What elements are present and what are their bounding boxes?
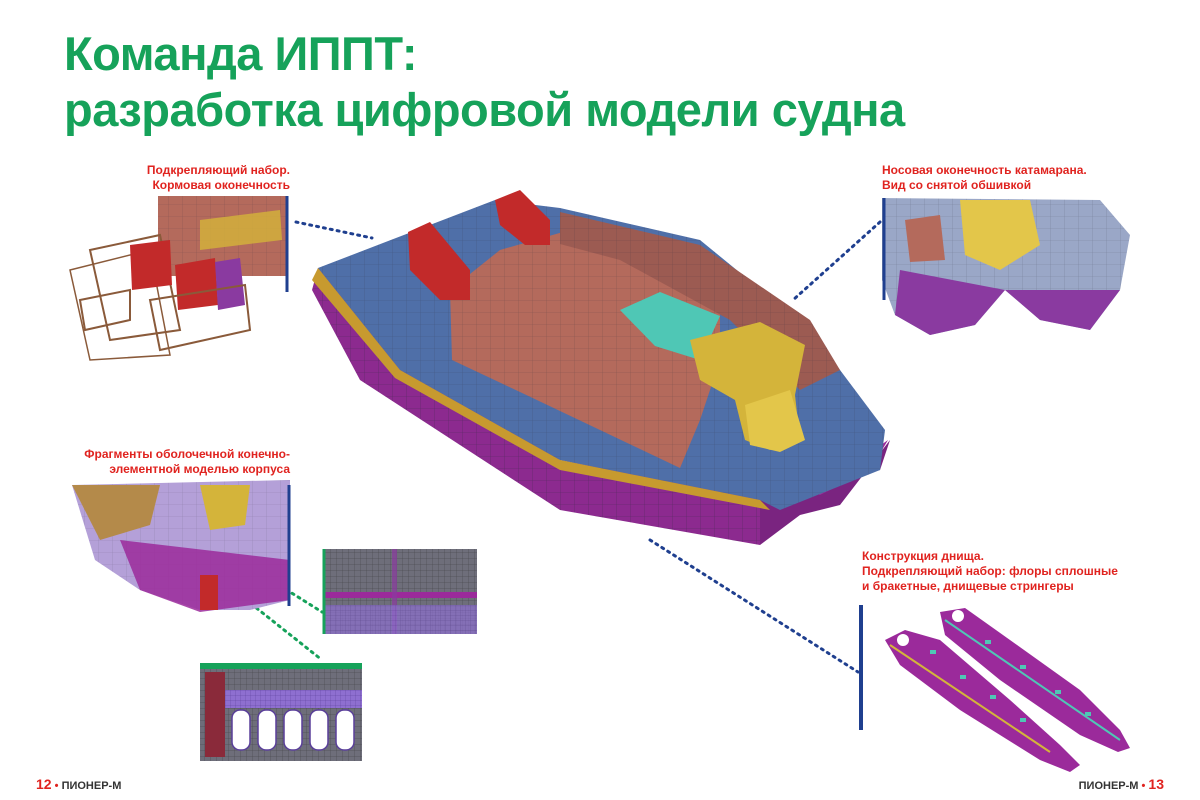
bow-model: [882, 198, 1130, 335]
caption-shell: Фрагменты оболочечной конечно- элементно…: [84, 447, 290, 476]
connector-bow: [791, 220, 882, 302]
detail-zoom-2: [200, 663, 362, 761]
caption-bottom: Конструкция днища. Подкрепляющий набор: …: [862, 549, 1118, 593]
page-number-left: 12: [36, 776, 52, 792]
page-title-line2: разработка цифровой модели судна: [64, 83, 905, 136]
page-title-line1: Команда ИППТ:: [64, 27, 418, 80]
bottom-structure-model: [859, 605, 1130, 772]
caption-bow: Носовая оконечность катамарана. Вид со с…: [882, 163, 1087, 192]
detail-zoom-1: [322, 549, 477, 634]
catamaran-model: [312, 190, 890, 545]
footer-left: 12 • ПИОНЕР-М: [36, 776, 122, 792]
page-title: Команда ИППТ: разработка цифровой модели…: [64, 26, 905, 138]
stern-framing-model: [69, 196, 289, 361]
connector-stern: [294, 220, 374, 240]
connector-bottom: [648, 538, 860, 674]
footer-right: ПИОНЕР-М • 13: [1078, 776, 1164, 792]
caption-stern: Подкрепляющий набор. Кормовая оконечност…: [146, 163, 290, 192]
journal-name-right: ПИОНЕР-М: [1078, 780, 1139, 792]
page-number-right: 13: [1148, 776, 1164, 792]
shell-fragments-model: [72, 480, 291, 612]
journal-name-left: ПИОНЕР-М: [61, 780, 122, 792]
